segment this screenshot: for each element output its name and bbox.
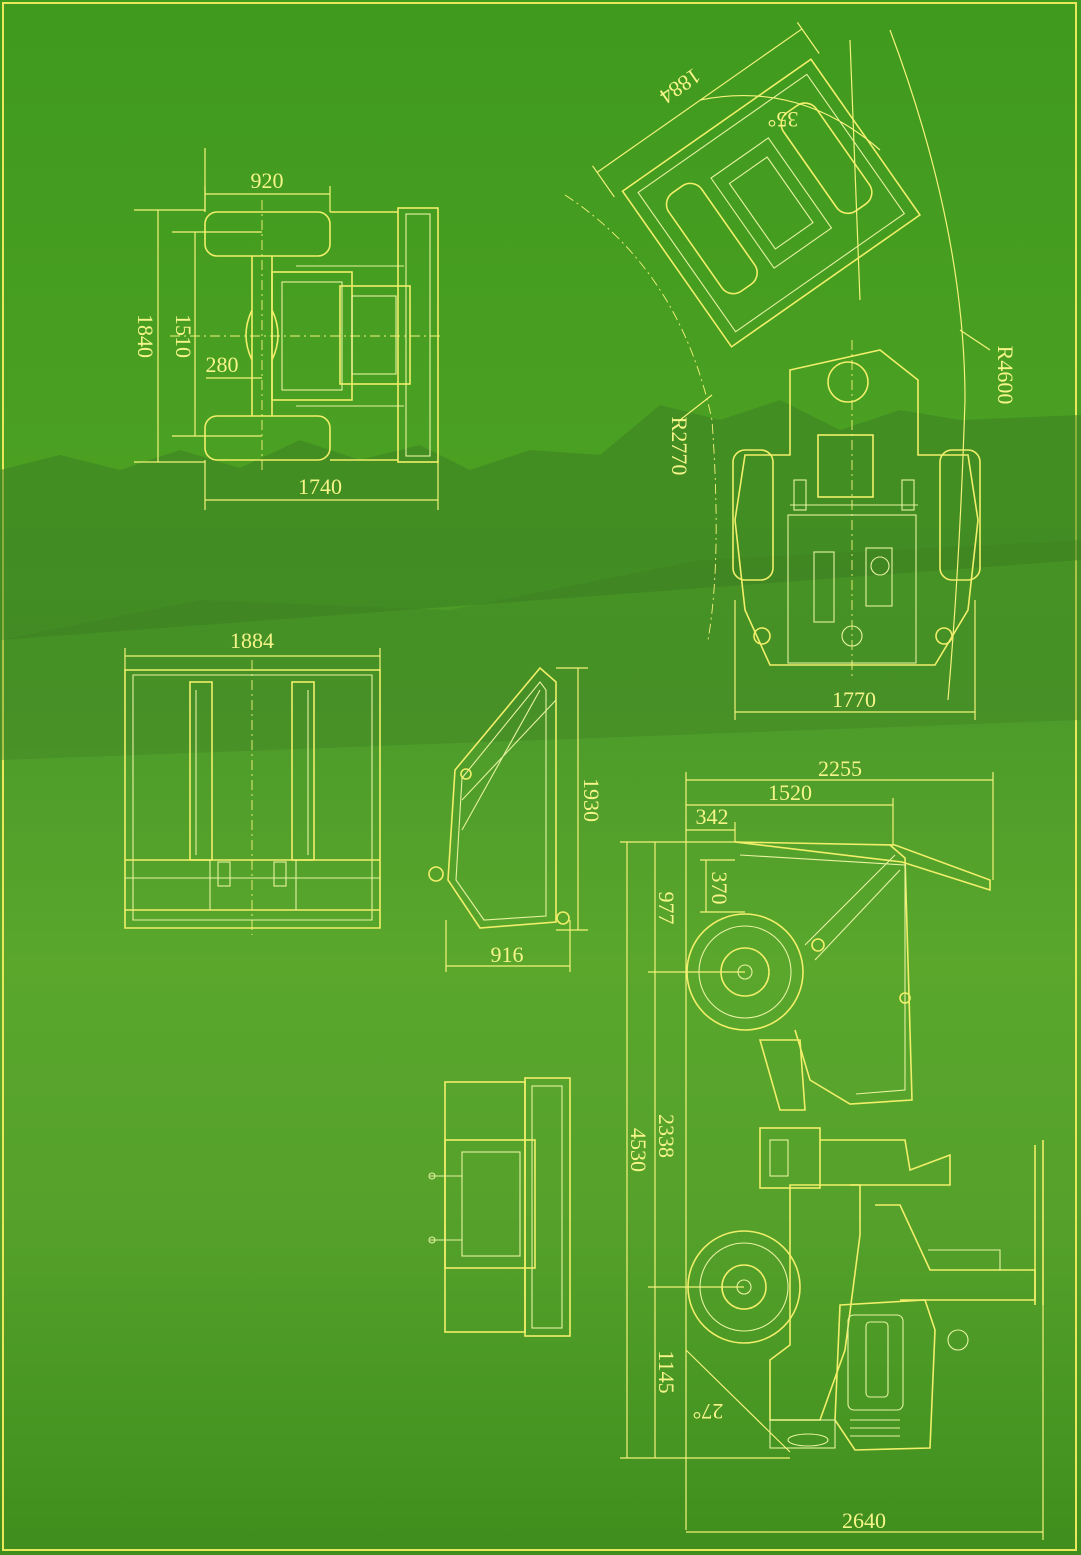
side-view <box>620 772 1044 1540</box>
angle-35: 35° <box>768 107 799 132</box>
attachment-frame-view <box>428 1077 571 1337</box>
dim-977: 977 <box>654 892 679 925</box>
dim-1770: 1770 <box>832 687 876 712</box>
dim-370: 370 <box>707 872 732 905</box>
dim-2255: 2255 <box>818 756 862 781</box>
top-view <box>134 148 440 510</box>
dim-1740: 1740 <box>298 474 342 499</box>
dim-280: 280 <box>206 352 239 377</box>
dim-916: 916 <box>491 942 524 967</box>
dim-2640: 2640 <box>842 1508 886 1533</box>
bucket-front-view <box>124 648 381 935</box>
distant-hill <box>0 540 1081 760</box>
dim-1840: 1840 <box>133 314 158 358</box>
dim-1884-bucket: 1884 <box>230 628 274 653</box>
dim-1510: 1510 <box>171 314 196 358</box>
dim-920: 920 <box>251 168 284 193</box>
turning-view <box>564 22 991 720</box>
radius-4600: R4600 <box>993 346 1018 405</box>
dim-1145: 1145 <box>654 1350 679 1393</box>
angle-27: 27° <box>693 1399 724 1424</box>
radius-2770: R2770 <box>667 417 692 476</box>
dim-2338: 2338 <box>654 1114 679 1158</box>
dim-1520: 1520 <box>768 780 812 805</box>
dim-1930: 1930 <box>579 778 604 822</box>
dim-4530: 4530 <box>626 1128 651 1172</box>
dim-342: 342 <box>696 804 729 829</box>
bucket-side-view <box>428 666 588 972</box>
